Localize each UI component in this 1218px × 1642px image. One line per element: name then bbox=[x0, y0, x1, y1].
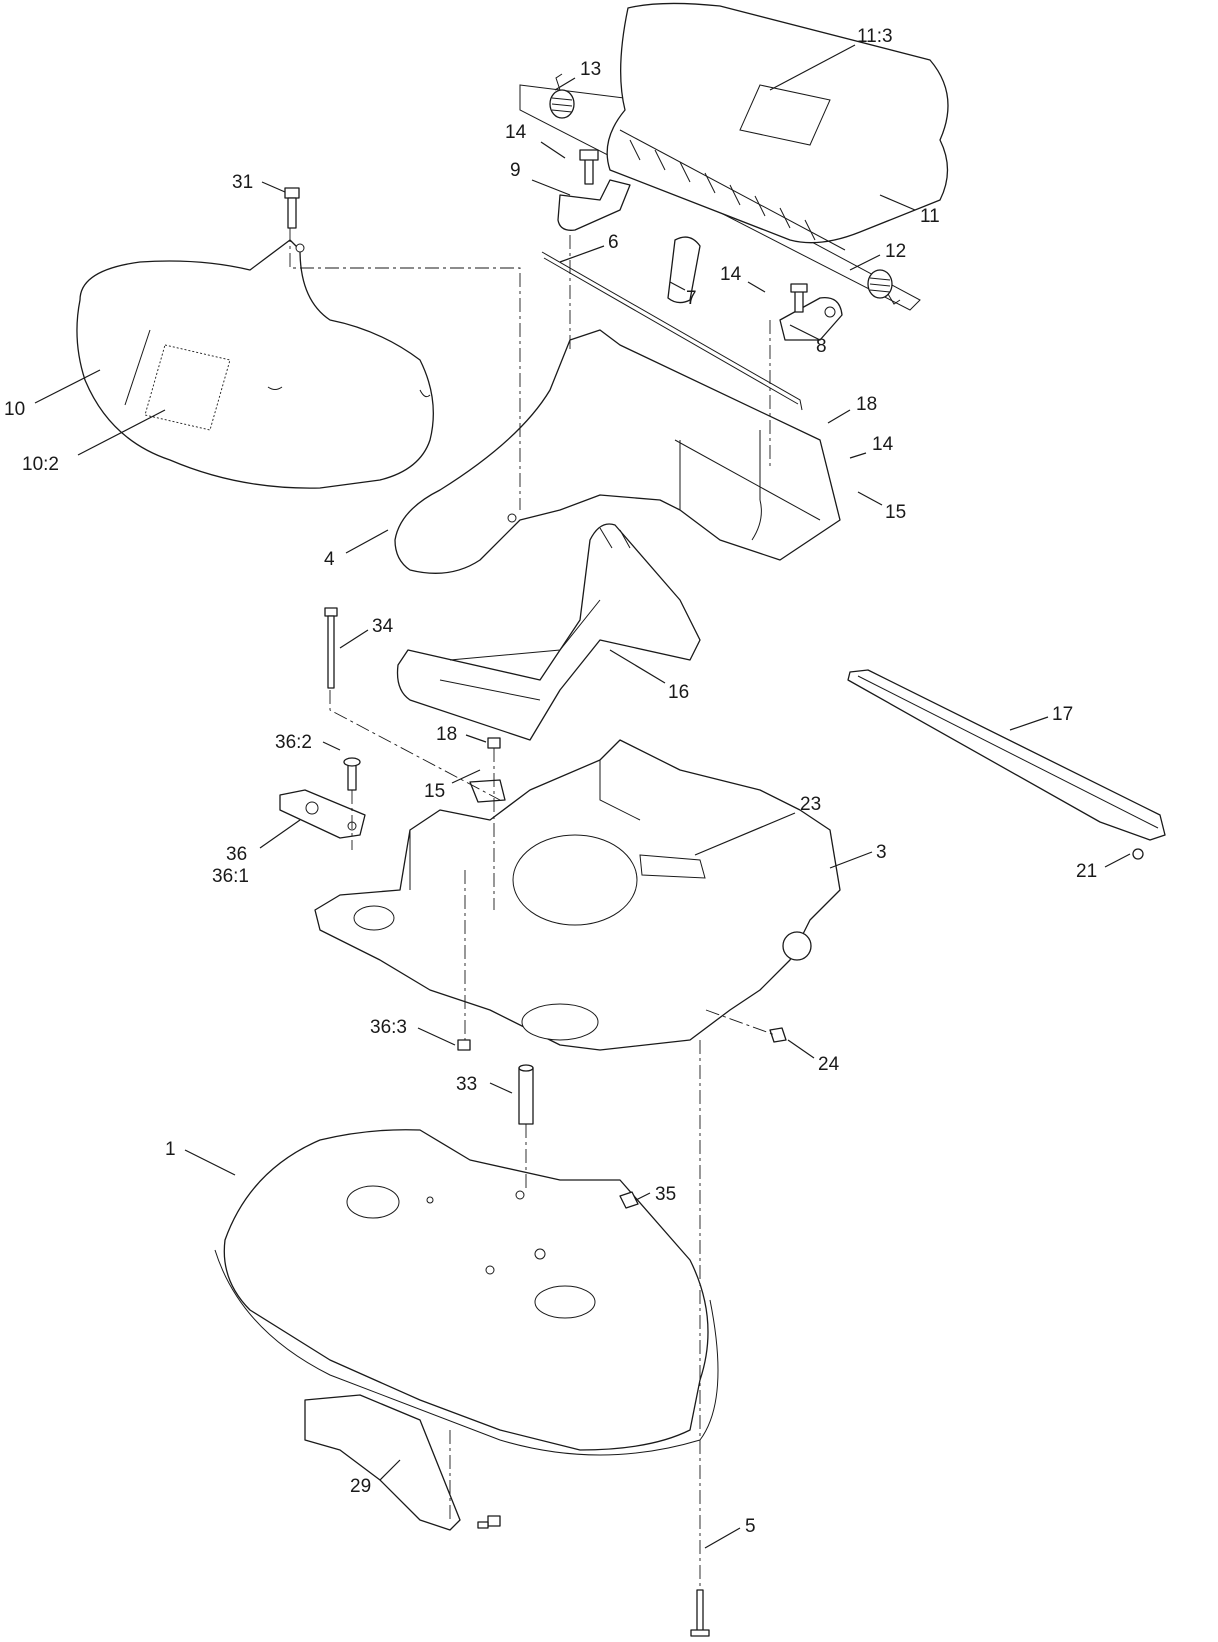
callout-4: 4 bbox=[324, 549, 335, 570]
callout-10: 10 bbox=[4, 399, 25, 420]
callout-14b: 14 bbox=[720, 264, 742, 285]
callout-5: 5 bbox=[745, 1516, 756, 1537]
callout-6: 6 bbox=[608, 232, 619, 253]
callout-24: 24 bbox=[818, 1054, 840, 1075]
callout-36: 36 bbox=[226, 844, 247, 865]
callout-15a: 15 bbox=[885, 502, 906, 523]
callout-labels: 11:3 13 14 9 31 11 6 12 14 7 8 10 18 14 … bbox=[4, 26, 1097, 1537]
callout-35: 35 bbox=[655, 1184, 676, 1205]
callout-23: 23 bbox=[800, 794, 821, 815]
callout-31: 31 bbox=[232, 172, 253, 193]
callout-8: 8 bbox=[816, 336, 827, 357]
part-17-trim bbox=[847, 669, 1166, 860]
part-9-bracket bbox=[557, 149, 631, 231]
part-29-shield bbox=[304, 1394, 501, 1531]
callout-36-1: 36:1 bbox=[212, 866, 249, 887]
part-1-deck bbox=[214, 1129, 719, 1456]
part-31-bolt bbox=[284, 187, 300, 229]
callout-3: 3 bbox=[876, 842, 887, 863]
part-36-bracket bbox=[279, 757, 366, 839]
part-10-seat bbox=[76, 239, 434, 489]
callout-1: 1 bbox=[165, 1139, 176, 1160]
callout-18b: 18 bbox=[436, 724, 457, 745]
assembly-lines bbox=[289, 228, 776, 1590]
callout-11-3: 11:3 bbox=[857, 26, 893, 47]
part-18-nut-mid bbox=[469, 737, 506, 803]
part-12-spring bbox=[867, 269, 901, 305]
callout-14c: 14 bbox=[872, 434, 894, 455]
callout-18a: 18 bbox=[856, 394, 877, 415]
part-16-tunnel bbox=[396, 523, 701, 741]
part-11-seat-cover bbox=[519, 2, 949, 311]
part-34-long-bolt bbox=[324, 607, 338, 689]
part-5-bolt bbox=[690, 1589, 710, 1637]
leader-lines bbox=[34, 44, 1131, 1549]
callout-21: 21 bbox=[1076, 861, 1097, 882]
callout-14a: 14 bbox=[505, 122, 527, 143]
part-6-rod bbox=[541, 236, 803, 411]
callout-34: 34 bbox=[372, 616, 394, 637]
part-35-nut bbox=[619, 1191, 639, 1209]
callout-33: 33 bbox=[456, 1074, 477, 1095]
callout-15b: 15 bbox=[424, 781, 445, 802]
part-36-3-nut bbox=[457, 1039, 471, 1051]
callout-16: 16 bbox=[668, 682, 689, 703]
callout-36-2: 36:2 bbox=[275, 732, 312, 753]
callout-29: 29 bbox=[350, 1476, 371, 1497]
callout-12: 12 bbox=[885, 241, 906, 262]
part-24-nut bbox=[769, 1027, 787, 1043]
part-4-shroud bbox=[394, 329, 841, 574]
callout-13: 13 bbox=[580, 59, 601, 80]
callout-10-2: 10:2 bbox=[22, 454, 59, 475]
part-3-frame bbox=[314, 739, 841, 1051]
part-8-bracket bbox=[779, 283, 843, 341]
callout-9: 9 bbox=[510, 160, 521, 181]
part-33-spacer bbox=[518, 1064, 534, 1125]
callout-17: 17 bbox=[1052, 704, 1073, 725]
part-13-spring bbox=[549, 73, 575, 119]
callout-11: 11 bbox=[920, 206, 940, 227]
callout-36-3: 36:3 bbox=[370, 1017, 407, 1038]
callout-7: 7 bbox=[686, 288, 697, 309]
